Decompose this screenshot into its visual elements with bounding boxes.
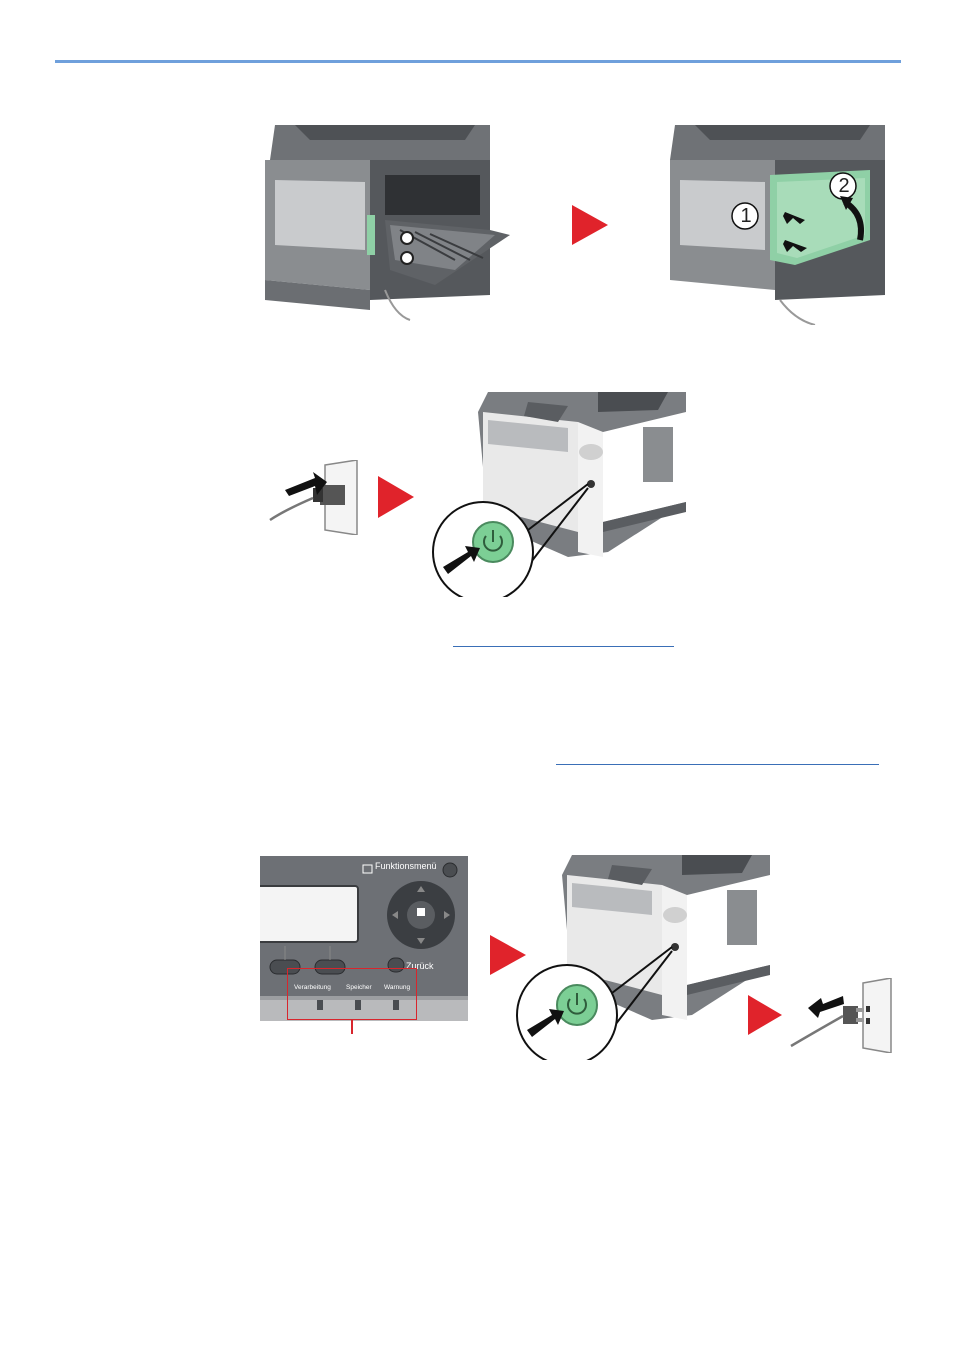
reference-link[interactable]: [556, 764, 879, 765]
arrow-icon: [748, 995, 782, 1035]
rear-cover-open-figure: [265, 125, 510, 321]
power-on-figure: [432, 392, 686, 597]
indicator-label-processing: Verarbeitung: [294, 984, 331, 991]
power-plug-in-figure: [269, 460, 358, 535]
indicator-callout-box: [287, 968, 417, 1020]
step-label-2: 2: [838, 175, 850, 197]
callout-leader-line: [351, 1020, 353, 1034]
power-unplug-figure: [790, 978, 892, 1053]
rear-cover-close-figure: [670, 125, 885, 325]
step-label-1: 1: [740, 205, 752, 227]
back-label: Zurück: [406, 961, 434, 971]
reference-link[interactable]: [453, 646, 674, 647]
function-menu-label: Funktionsmenü: [375, 861, 437, 871]
arrow-icon: [572, 205, 608, 245]
arrow-icon: [378, 476, 414, 518]
header-rule: [55, 60, 901, 63]
arrow-icon: [490, 935, 526, 975]
indicator-label-memory: Speicher: [346, 984, 372, 991]
operation-panel-figure: Funktionsmenü Zurück Verarbeitung Speich…: [260, 856, 468, 1021]
indicator-label-warning: Warnung: [384, 984, 411, 991]
power-off-figure: [516, 855, 770, 1060]
